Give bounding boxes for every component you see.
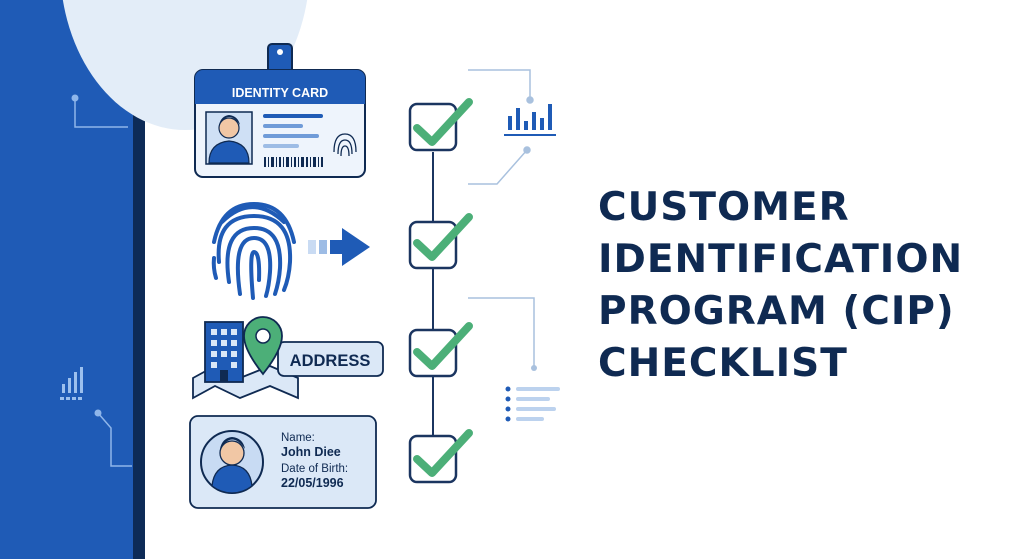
fingerprint-icon (211, 201, 296, 300)
checkbox-icon (408, 328, 458, 378)
checkmark-icon (413, 213, 473, 261)
dob-value: 22/05/1996 (281, 476, 344, 490)
page-title: CUSTOMER IDENTIFICATION PROGRAM (CIP) CH… (598, 182, 1008, 390)
avatar-icon (200, 430, 264, 494)
title-line-2: IDENTIFICATION (598, 237, 964, 282)
map-pin-icon (243, 316, 283, 376)
checkbox-4 (408, 429, 473, 484)
checkbox-2 (408, 213, 473, 270)
connector-middle (468, 297, 537, 371)
mini-bar-chart-icon (504, 104, 556, 136)
id-fingerprint-icon (333, 133, 357, 157)
profile-card: Name: John Diee Date of Birth: 22/05/199… (189, 415, 377, 509)
band-circuit-top (71, 94, 128, 128)
address-label: ADDRESS (290, 352, 371, 370)
band-bar-chart-icon (60, 367, 132, 467)
checkbox-3 (408, 322, 473, 378)
dob-label: Date of Birth: (281, 463, 348, 475)
address-icon-group: ADDRESS (192, 316, 384, 400)
list-lines-icon (505, 386, 560, 422)
title-line-1: CUSTOMER (598, 185, 850, 230)
title-line-4: CHECKLIST (598, 341, 848, 386)
checkbox-icon (408, 434, 458, 484)
name-label: Name: (281, 432, 315, 444)
title-line-3: PROGRAM (CIP) (598, 289, 955, 334)
checkmark-icon (413, 429, 473, 477)
checkbox-1 (408, 98, 473, 152)
building-icon (204, 321, 244, 383)
checkmark-icon (413, 98, 473, 146)
name-value: John Diee (281, 445, 341, 459)
id-card-icon: IDENTITY CARD (194, 43, 366, 178)
checkmark-icon (413, 322, 473, 370)
checkbox-icon (408, 102, 458, 152)
barcode (264, 157, 323, 167)
left-navy-edge (133, 0, 145, 559)
connector-top (468, 69, 534, 185)
id-card-header: IDENTITY CARD (232, 86, 328, 100)
arrow-right-icon (308, 228, 370, 266)
checkbox-icon (408, 220, 458, 270)
